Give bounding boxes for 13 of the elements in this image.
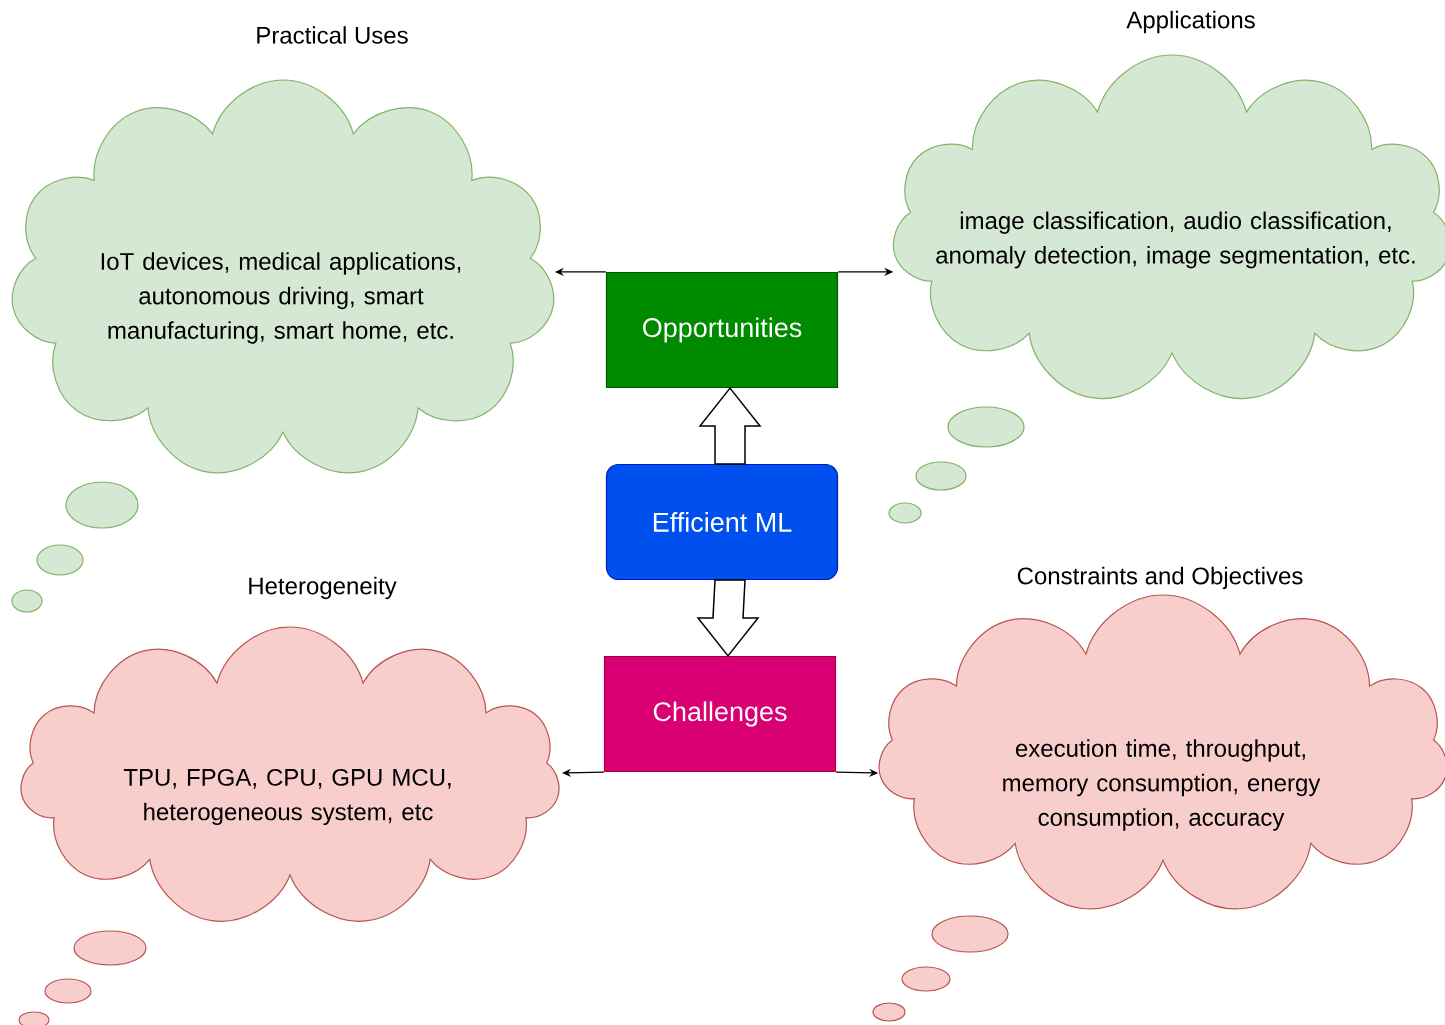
cloud-text: execution time, throughput, memory consumption, energy consumption, accuracy (1003, 739, 1321, 831)
rounded-box: Efficient ML (605, 463, 839, 581)
heading: Constraints and Objectives (1017, 566, 1303, 590)
heading: Heterogeneity (249, 576, 397, 600)
process-box: Opportunities (605, 271, 839, 389)
cloud-text: TPU, FPGA, CPU, GPU MCU, heterogeneous system, etc (123, 768, 451, 826)
block-arrow (698, 386, 762, 465)
cloud-text: IoT devices, medical applications, autonomous driving, smart manufacturing, smart home, etc. (101, 252, 461, 344)
block-arrow (696, 579, 760, 658)
heading: Applications (1126, 10, 1255, 34)
heading: Practical Uses (257, 26, 408, 44)
process-box: Challenges (603, 655, 837, 773)
cloud-text: image classification, audio classification, anomaly detection, image segmentation, etc. (936, 211, 1415, 269)
